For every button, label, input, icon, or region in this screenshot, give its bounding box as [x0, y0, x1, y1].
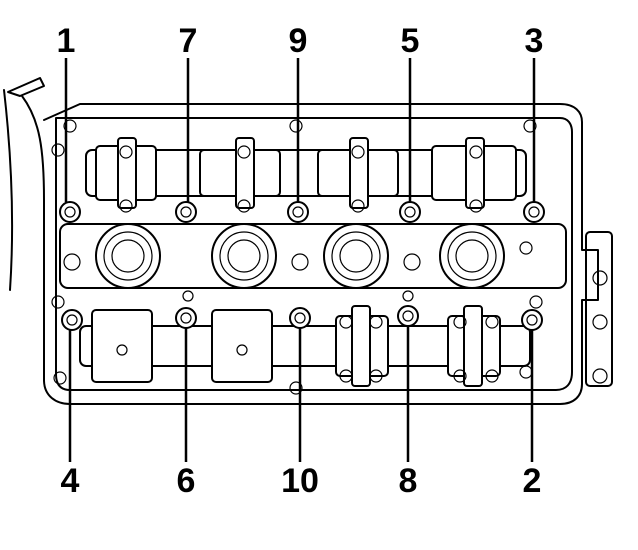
bottom-bolt-labels: 4 6 10 8 2: [61, 462, 542, 500]
bolt-label-bottom-1: 4: [61, 462, 80, 500]
spark-plug-wells: [59, 223, 567, 289]
cylinder-head-outline: [3, 77, 613, 405]
bolt-label-top-4: 5: [401, 22, 420, 60]
perimeter-bolts: [51, 119, 543, 395]
leader-lines: [64, 58, 536, 462]
bolt-label-bottom-2: 6: [177, 462, 196, 500]
bolt-label-top-2: 7: [179, 22, 198, 60]
bolt-label-bottom-4: 8: [399, 462, 418, 500]
lower-camshaft: [79, 305, 531, 387]
upper-camshaft: [85, 137, 527, 213]
bolt-label-top-3: 9: [289, 22, 308, 60]
bolt-label-top-5: 3: [525, 22, 544, 60]
bolt-label-bottom-3: 10: [281, 462, 319, 500]
bolt-label-top-1: 1: [57, 22, 76, 60]
top-bolt-labels: 1 7 9 5 3: [57, 22, 544, 60]
bolt-label-bottom-5: 2: [523, 462, 542, 500]
